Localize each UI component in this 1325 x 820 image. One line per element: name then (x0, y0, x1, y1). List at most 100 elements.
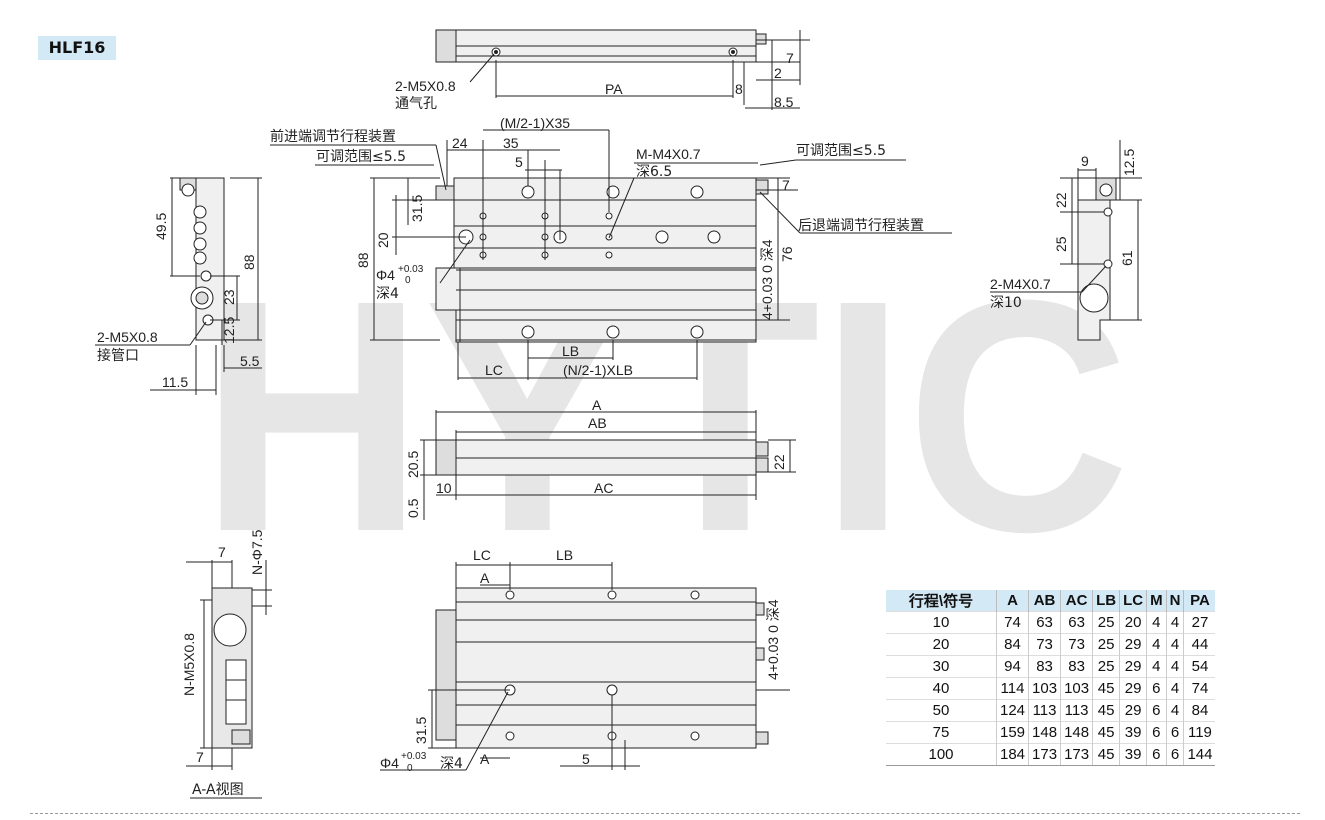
label-adj-range-right: 可调范围≤5.5 (796, 142, 886, 159)
table-cell: 124 (995, 699, 1029, 722)
dim-ab: AB (588, 415, 607, 431)
spec-header: PA (1183, 590, 1216, 612)
dim-20-5: 20.5 (405, 451, 421, 478)
dim-49-5: 49.5 (153, 213, 169, 240)
table-cell: 75 (886, 721, 997, 744)
dim-left-12-5: 12.5 (221, 317, 237, 344)
table-cell: 29 (1119, 655, 1147, 678)
table-cell: 29 (1119, 699, 1147, 722)
label-front-adjuster: 前进端调节行程装置 (270, 128, 396, 145)
dim-side-22: 22 (771, 454, 787, 470)
spec-header: AC (1060, 590, 1093, 612)
table-cell: 39 (1119, 743, 1147, 766)
bottom-tol-up: +0.03 (401, 751, 427, 762)
table-cell: 20 (1119, 611, 1147, 634)
table-cell: 148 (1060, 721, 1093, 744)
table-cell: 45 (1092, 743, 1120, 766)
table-cell: 4 (1146, 655, 1167, 678)
section-caption: A-A视图 (192, 782, 244, 798)
table-cell: 6 (1146, 721, 1167, 744)
table-cell: 4 (1165, 677, 1184, 700)
table-cell: 6 (1146, 743, 1167, 766)
table-cell: 4 (1165, 611, 1184, 634)
table-cell: 63 (1028, 611, 1061, 634)
dim-5: 5 (515, 154, 523, 170)
table-cell: 25 (1092, 655, 1120, 678)
model-tag: HLF16 (38, 36, 116, 60)
table-cell: 114 (995, 677, 1029, 700)
table-cell: 148 (1028, 721, 1061, 744)
table-cell: 103 (1060, 677, 1093, 700)
table-cell: 6 (1146, 677, 1167, 700)
spec-header-row: 行程\符号 A AB AC LB LC M N PA (886, 590, 1216, 612)
table-cell: 113 (1060, 699, 1093, 722)
table-cell: 45 (1092, 677, 1120, 700)
dim-61: 61 (1119, 250, 1135, 266)
table-cell: 159 (995, 721, 1029, 744)
table-cell: 184 (995, 743, 1029, 766)
table-cell: 74 (1183, 677, 1216, 700)
spec-header: LC (1119, 590, 1147, 612)
table-cell: 10 (886, 611, 997, 634)
dim-n-phi-7-5: N-Φ7.5 (249, 529, 265, 575)
table-cell: 20 (886, 633, 997, 656)
table-cell: 4 (1146, 611, 1167, 634)
right-end-view (990, 140, 1142, 341)
table-cell: 83 (1028, 655, 1061, 678)
table-cell: 29 (1119, 677, 1147, 700)
dim-n-pitch: (N/2-1)XLB (563, 362, 633, 378)
dim-0-5: 0.5 (405, 498, 421, 518)
dim-top-8-5: 8.5 (774, 94, 794, 110)
top-port-note: 通气孔 (395, 96, 437, 112)
dim-lc: LC (485, 362, 503, 378)
table-cell: 30 (886, 655, 997, 678)
dim-bottom-5: 5 (582, 751, 590, 767)
bottom-tol-low: 0 (407, 763, 413, 774)
table-cell: 84 (1183, 699, 1216, 722)
dim-pa: PA (605, 81, 623, 97)
table-cell: 74 (995, 611, 1029, 634)
table-cell: 83 (1060, 655, 1093, 678)
table-cell: 4 (1165, 655, 1184, 678)
dim-22: 22 (1053, 192, 1069, 208)
dim-11-5: 11.5 (162, 374, 188, 390)
dim-9: 9 (1081, 153, 1089, 169)
label-thread-depth: 深6.5 (636, 164, 672, 180)
spec-header: A (995, 590, 1029, 612)
left-end-view (95, 177, 262, 395)
table-cell: 119 (1183, 721, 1216, 744)
label-right-depth: 4+0.03 0 深4 (759, 239, 775, 320)
table-cell: 73 (1028, 633, 1061, 656)
table-cell: 25 (1092, 611, 1120, 634)
dim-sec-top-7: 7 (218, 544, 226, 560)
dim-a: A (592, 397, 602, 413)
spec-header: N (1165, 590, 1184, 612)
dim-right-12-5: 12.5 (1121, 149, 1137, 176)
dim-left-88: 88 (241, 254, 257, 270)
table-cell: 4 (1146, 633, 1167, 656)
label-back-adjuster: 后退端调节行程装置 (798, 218, 924, 234)
bottom-depth: 深4 (440, 756, 463, 772)
right-thread-note: 深10 (990, 295, 1022, 311)
dim-ac: AC (594, 480, 613, 496)
dim-bottom-lc: LC (473, 547, 491, 563)
dim-top-2: 2 (774, 65, 782, 81)
label-phi: Φ4 (376, 267, 395, 283)
table-cell: 100 (886, 743, 997, 766)
spec-header: 行程\符号 (886, 590, 997, 612)
table-cell: 29 (1119, 633, 1147, 656)
dim-24: 24 (452, 135, 468, 151)
dim-sec-bottom-7: 7 (196, 749, 204, 765)
section-mark-a-top: A (480, 570, 490, 586)
dim-m-pitch: (M/2-1)X35 (500, 115, 570, 131)
dim-5-5: 5.5 (240, 353, 260, 369)
table-cell: 73 (1060, 633, 1093, 656)
table-cell: 144 (1183, 743, 1216, 766)
spec-header: AB (1028, 590, 1061, 612)
table-cell: 113 (1028, 699, 1061, 722)
